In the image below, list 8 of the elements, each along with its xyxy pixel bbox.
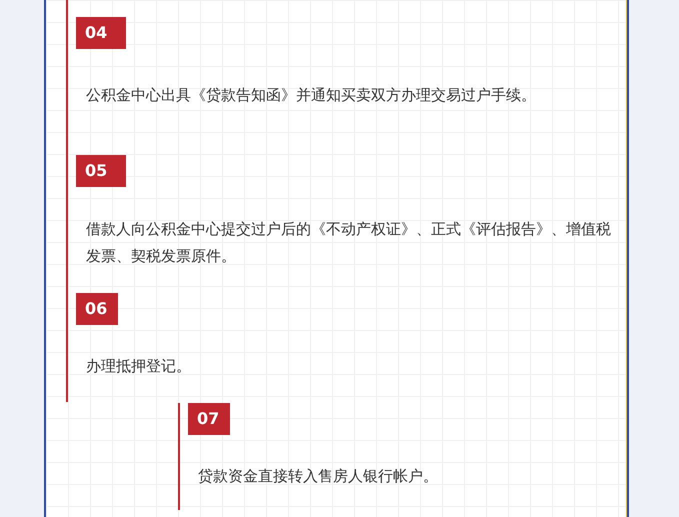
- step-description: 办理抵押登记。: [86, 356, 192, 377]
- step-description: 公积金中心出具《贷款告知函》并通知买卖双方办理交易过户手续。: [86, 85, 537, 106]
- step-number-badge: 04: [76, 17, 126, 49]
- step-description: 借款人向公积金中心提交过户后的《不动产权证》、正式《评估报告》、增值税发票、契税发票原件。: [86, 219, 612, 267]
- step-number-badge: 05: [76, 155, 126, 187]
- step-number-badge: 07: [188, 403, 230, 435]
- step-description: 贷款资金直接转入售房人银行帐户。: [198, 466, 439, 487]
- step-number-badge: 06: [76, 293, 118, 325]
